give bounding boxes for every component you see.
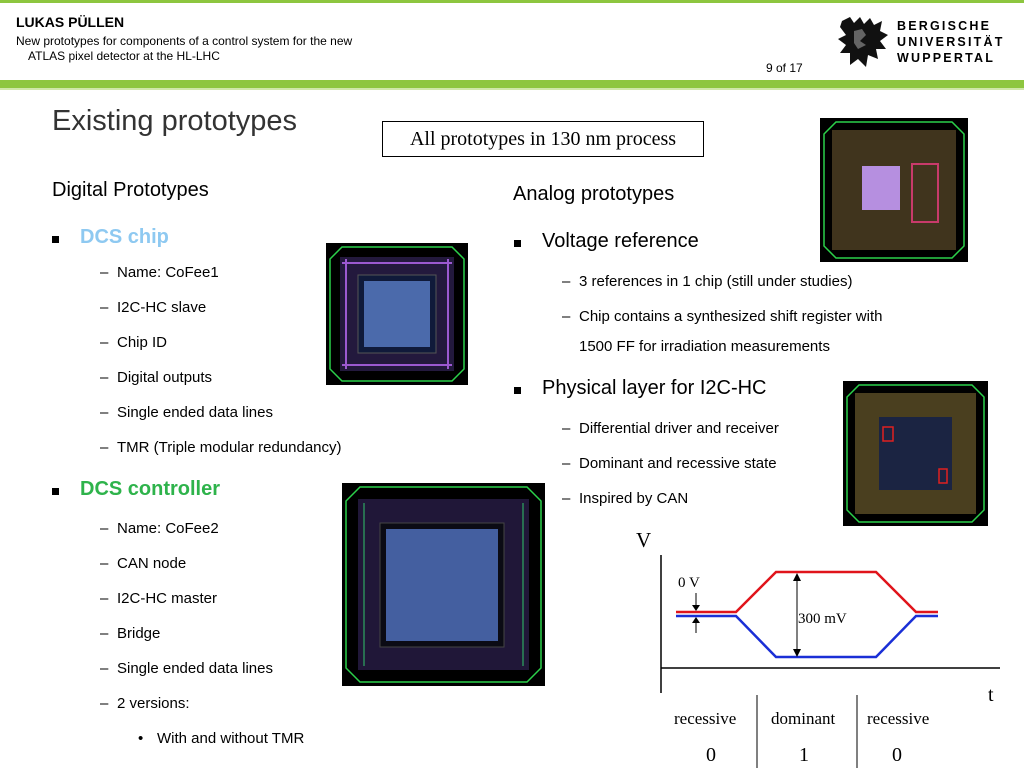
offset-label: 0 V	[678, 575, 700, 591]
list-subitem: With and without TMR	[138, 730, 304, 747]
dcs-chip-label: DCS chip	[80, 226, 169, 248]
list-item: Single ended data lines	[100, 660, 273, 677]
state-label-recessive-2: recessive	[867, 709, 929, 728]
list-item: Inspired by CAN	[562, 490, 688, 507]
talk-subtitle-line2: ATLAS pixel detector at the HL-LHC	[28, 49, 220, 63]
process-note-box: All prototypes in 130 nm process	[382, 121, 704, 157]
list-item: Name: CoFee2	[100, 520, 219, 537]
list-item: Dominant and recessive state	[562, 455, 777, 472]
list-item: TMR (Triple modular redundancy)	[100, 439, 341, 456]
list-item: CAN node	[100, 555, 186, 572]
bit-value-2: 1	[799, 744, 809, 766]
analog-heading: Analog prototypes	[513, 183, 675, 205]
state-label-recessive-1: recessive	[674, 709, 736, 728]
swing-label: 300 mV	[798, 611, 847, 627]
header-bottom-rule	[0, 80, 1024, 88]
university-name-line2: UNIVERSITÄT	[897, 35, 1005, 49]
bit-value-1: 0	[706, 744, 716, 766]
arrow-up-icon	[692, 617, 700, 623]
state-label-dominant: dominant	[771, 709, 835, 728]
university-name-line3: WUPPERTAL	[897, 51, 996, 65]
y-axis-label: V	[636, 528, 651, 552]
physical-layer-bullet: Physical layer for I2C-HC	[514, 377, 767, 400]
square-bullet-icon	[514, 240, 521, 247]
list-item: Digital outputs	[100, 369, 212, 386]
voltage-reference-layout-image	[820, 118, 968, 262]
list-item: 3 references in 1 chip (still under stud…	[562, 273, 852, 290]
list-item: Chip contains a synthesized shift regist…	[562, 308, 883, 325]
header-bottom-rule-light	[0, 88, 1024, 90]
signal-diagram: V t 0 V 300 mV recessive dominant recess…	[636, 528, 1000, 768]
author-name: LUKAS PÜLLEN	[16, 14, 125, 30]
voltage-reference-label: Voltage reference	[542, 230, 699, 252]
dcs-controller-label: DCS controller	[80, 478, 221, 500]
square-bullet-icon	[514, 387, 521, 394]
digital-heading: Digital Prototypes	[52, 179, 209, 201]
square-bullet-icon	[52, 236, 59, 243]
university-name-line1: BERGISCHE	[897, 19, 992, 33]
slide-title: Existing prototypes	[52, 105, 298, 137]
x-axis-label: t	[988, 684, 994, 706]
header-top-rule	[0, 0, 1024, 3]
bit-value-3: 0	[892, 744, 902, 766]
dcs-chip-bullet: DCS chip	[52, 226, 169, 249]
arrow-up-icon	[793, 573, 801, 581]
high-signal-line	[676, 570, 938, 614]
list-item: Bridge	[100, 625, 161, 642]
talk-subtitle-line1: New prototypes for components of a contr…	[16, 34, 353, 48]
dcs-chip-layout-image	[326, 243, 468, 385]
list-item: I2C-HC master	[100, 590, 217, 607]
university-logo	[836, 15, 1006, 70]
list-item: Differential driver and receiver	[562, 420, 779, 437]
list-item-continuation: 1500 FF for irradiation measurements	[579, 338, 830, 355]
arrow-down-icon	[793, 649, 801, 657]
voltage-reference-bullet: Voltage reference	[514, 230, 699, 253]
dcs-controller-bullet: DCS controller	[52, 478, 221, 501]
list-item: Single ended data lines	[100, 404, 273, 421]
page-number: 9 of 17	[766, 61, 803, 75]
list-item: I2C-HC slave	[100, 299, 206, 316]
physical-layer-layout-image	[843, 381, 988, 526]
square-bullet-icon	[52, 488, 59, 495]
list-item: Name: CoFee1	[100, 264, 219, 281]
lion-crest-icon	[838, 17, 888, 67]
list-item: 2 versions:	[100, 695, 189, 712]
dcs-controller-layout-image	[342, 483, 545, 686]
low-signal-line	[676, 614, 938, 659]
arrow-down-icon	[692, 605, 700, 611]
physical-layer-label: Physical layer for I2C-HC	[542, 377, 767, 399]
list-item: Chip ID	[100, 334, 167, 351]
